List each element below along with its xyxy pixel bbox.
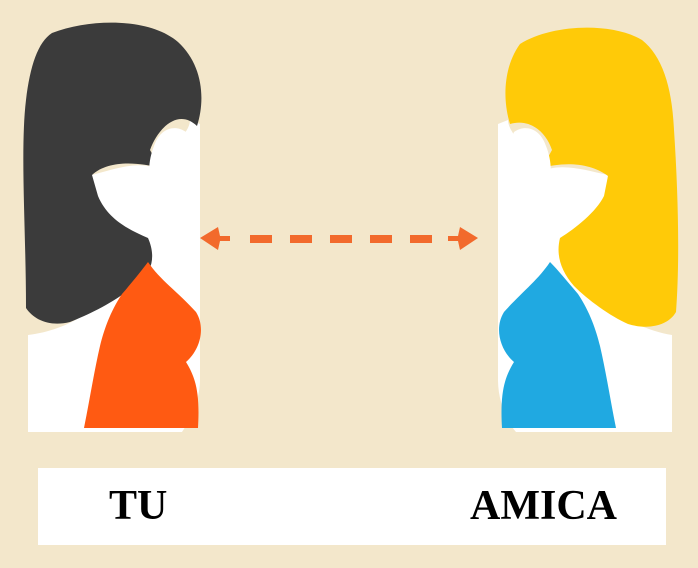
double-arrow	[200, 227, 478, 250]
right-person-hair	[505, 27, 679, 327]
left-person	[23, 22, 202, 432]
label-amica: AMICA	[470, 483, 617, 529]
arrow-dash	[290, 235, 312, 243]
right-person-face	[504, 128, 551, 209]
right-person-shirt	[499, 262, 616, 428]
left-person-shirt	[84, 262, 201, 428]
left-person-hair	[23, 22, 202, 324]
left-person-face	[149, 128, 196, 209]
arrow-head-left	[200, 227, 230, 250]
right-person	[498, 27, 679, 432]
arrow-dash	[330, 235, 352, 243]
arrow-dash	[410, 235, 432, 243]
label-tu: TU	[109, 483, 168, 529]
caption-bar: TU AMICA	[38, 468, 666, 545]
arrow-dash	[370, 235, 392, 243]
arrow-head-right	[448, 227, 478, 250]
arrow-dash	[250, 235, 272, 243]
